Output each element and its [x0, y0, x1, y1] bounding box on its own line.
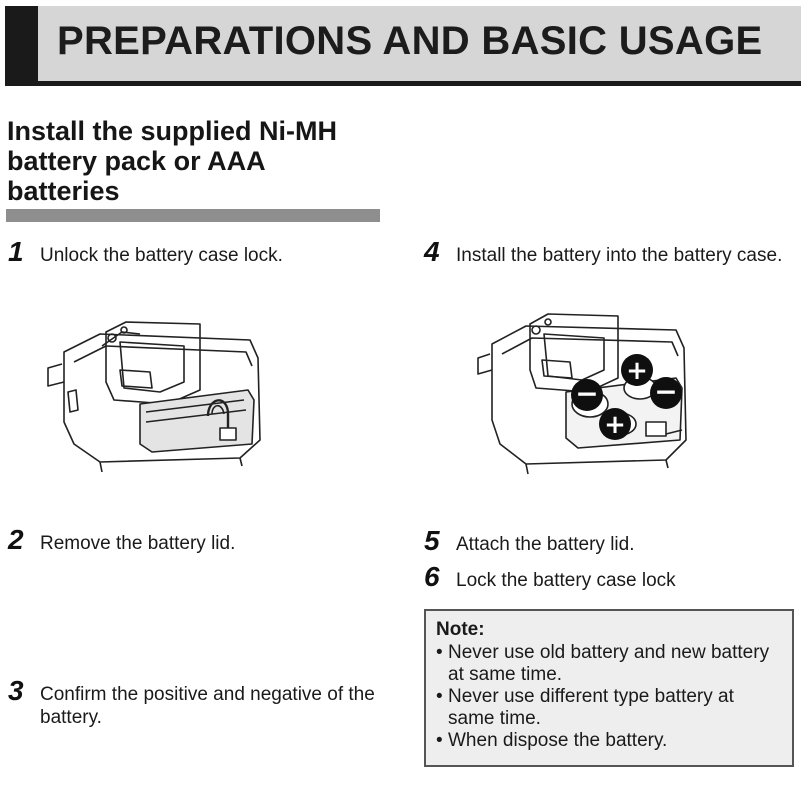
- step-text: Attach the battery lid.: [456, 534, 635, 555]
- minus-symbol: −: [654, 375, 677, 408]
- page-title: PREPARATIONS AND BASIC USAGE: [57, 19, 763, 63]
- positive-terminal-icon: [621, 354, 653, 386]
- step-number: 2: [8, 524, 24, 555]
- note-box: Note: • Never use old battery and new ba…: [424, 609, 794, 767]
- step-text: Lock the battery case lock: [456, 570, 676, 591]
- positive-terminal-icon: [599, 408, 631, 440]
- banner-accent-block: [5, 6, 38, 81]
- step-text: Remove the battery lid.: [40, 533, 236, 554]
- step-text: Unlock the battery case lock.: [40, 245, 283, 266]
- step-number: 5: [424, 525, 440, 556]
- step-text: Confirm the positive and negative of the…: [40, 684, 375, 728]
- step-number: 1: [8, 236, 24, 267]
- bullet-icon: •: [436, 642, 443, 663]
- radio-lock-illustration: [47, 321, 261, 472]
- header-banner: PREPARATIONS AND BASIC USAGE: [5, 6, 801, 86]
- note-item: • When dispose the battery.: [436, 730, 782, 752]
- step-text: Install the battery into the battery cas…: [456, 245, 783, 266]
- radio-battery-illustration: + − − +: [477, 313, 687, 475]
- note-item: • Never use old battery and new battery …: [436, 642, 782, 686]
- minus-symbol: −: [575, 377, 598, 410]
- plus-symbol: +: [604, 410, 626, 440]
- step-number: 6: [424, 561, 440, 592]
- negative-terminal-icon: [650, 377, 682, 409]
- bullet-icon: •: [436, 730, 443, 751]
- note-item-text: When dispose the battery.: [448, 730, 668, 751]
- section-title: Install the supplied Ni-MH battery pack …: [7, 116, 338, 206]
- note-item-text: Never use different type battery at same…: [448, 686, 734, 729]
- plus-symbol: +: [626, 356, 648, 386]
- note-item: • Never use different type battery at sa…: [436, 686, 782, 730]
- note-list: • Never use old battery and new battery …: [436, 642, 782, 752]
- note-item-text: Never use old battery and new battery at…: [448, 642, 770, 685]
- negative-terminal-icon: [571, 379, 603, 411]
- section-rule: [6, 209, 380, 222]
- note-title: Note:: [436, 619, 485, 640]
- step-number: 4: [424, 236, 440, 267]
- bullet-icon: •: [436, 686, 443, 707]
- step-number: 3: [8, 675, 24, 706]
